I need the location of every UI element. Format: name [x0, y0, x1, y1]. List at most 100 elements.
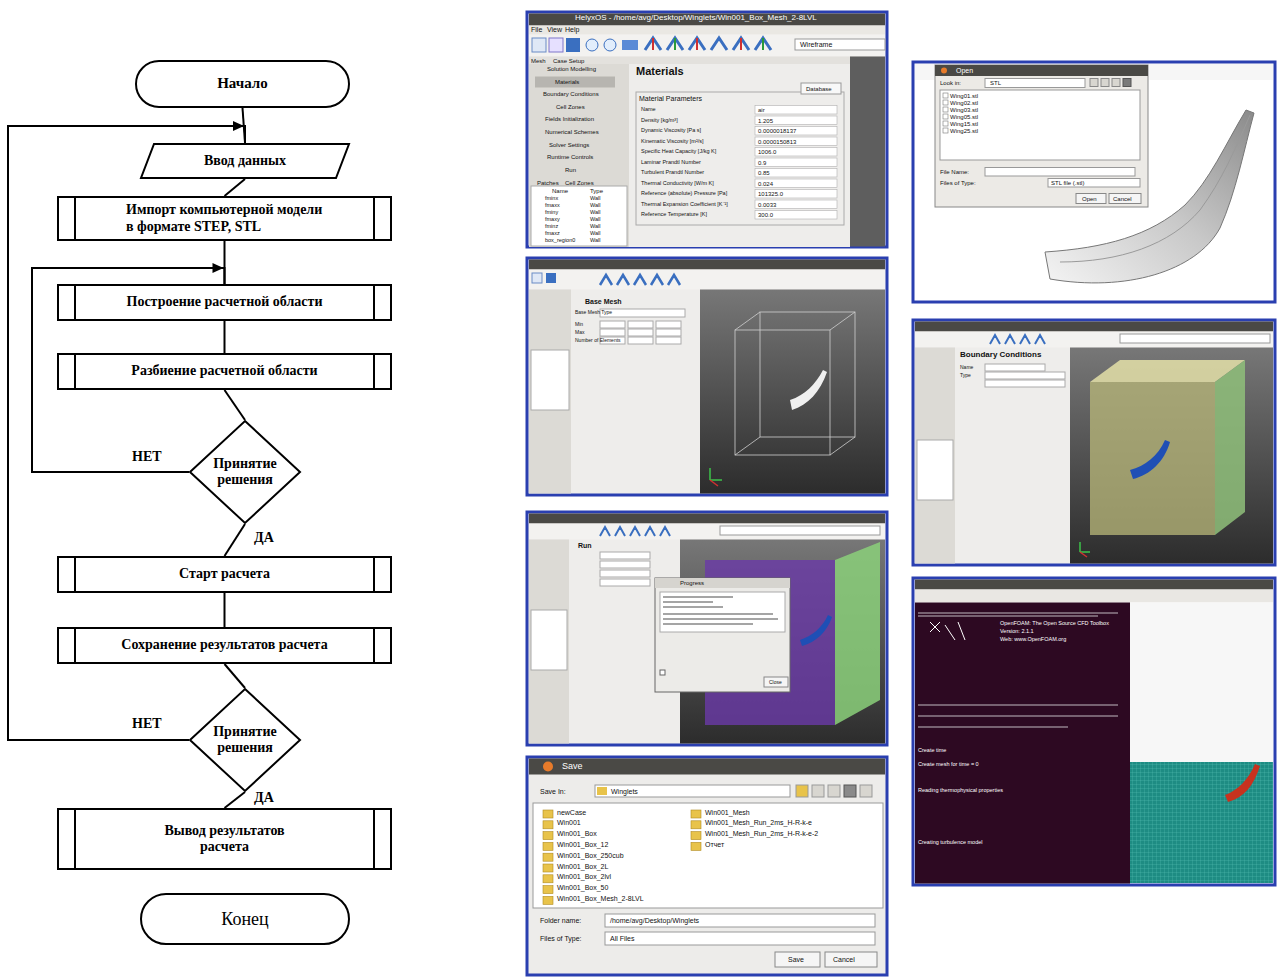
screenshot-text: Version: 2.1.1	[1000, 629, 1034, 635]
node-text: Принятие решения	[207, 724, 283, 756]
screenshot-text: HelyxOS - /home/avg/Desktop/Winglets/Win…	[575, 14, 817, 22]
screenshot-text: Save	[788, 956, 804, 963]
flow-connector	[225, 390, 246, 420]
screenshot-text: Help	[565, 26, 579, 33]
screenshot-text: Win001_Box_50	[557, 884, 608, 891]
screenshot-text: Open	[1082, 196, 1097, 202]
screenshot-text: Reading thermophysical properties	[918, 788, 1003, 794]
arrow-head	[233, 121, 244, 131]
screenshot-text: Wireframe	[800, 41, 832, 48]
screenshot-text: Runtime Controls	[547, 154, 593, 160]
screenshot-text: Wing05.stl	[950, 114, 978, 120]
screenshot-text: Type	[590, 188, 603, 194]
screenshot-text: Win001_Box_2lvl	[557, 873, 611, 880]
terminator: Конец	[140, 893, 350, 945]
save-dialog-screenshot	[527, 757, 887, 975]
screenshot-text: Wing25.stl	[950, 128, 978, 134]
screenshot-text: Solution Modelling	[547, 66, 596, 72]
node-text: Старт расчета	[85, 566, 365, 582]
screenshot-text: Density [kg/m³]	[641, 118, 678, 124]
screenshot-text: Base Mesh Type	[575, 310, 612, 315]
screenshot-text: Win001_Mesh_Run_2ms_H-R-k-e	[705, 819, 812, 826]
screenshot-text: Cell Zones	[565, 180, 594, 186]
screenshot-text: fmaxx	[545, 203, 560, 209]
screenshot-text: Win001_Box_2L	[557, 863, 608, 870]
screenshot-text: Web: www.OpenFOAM.org	[1000, 637, 1066, 643]
screenshot-text: Close	[769, 680, 782, 685]
screenshot-text: Fields Initialization	[545, 116, 594, 122]
screenshot-text: Solver Settings	[549, 142, 589, 148]
screenshot-text: Cancel	[1113, 196, 1132, 202]
connector-line	[224, 593, 226, 627]
connector-line	[225, 664, 246, 688]
screenshot-text: Run	[578, 542, 592, 549]
connector-line	[225, 390, 246, 420]
screenshot-text: fminx	[545, 196, 558, 202]
screenshot-text: Name	[552, 188, 568, 194]
edge-label: ДА	[252, 530, 276, 545]
run-screenshot	[527, 512, 887, 745]
node-text: Построение расчетной области	[85, 294, 365, 310]
process-box: Вывод результатов расчета	[57, 808, 392, 870]
screenshot-text: Wall	[590, 210, 601, 216]
screenshot-text: Save In:	[540, 788, 566, 795]
screenshot-text: Creating turbulence model	[918, 840, 983, 846]
screenshot-text: File	[531, 26, 542, 33]
screenshot-text: Wing02.stl	[950, 100, 978, 106]
node-text: Конец	[155, 909, 335, 930]
screenshot-text: air	[758, 107, 765, 113]
screenshot-text: 300.0	[758, 212, 773, 218]
screenshot-text: Folder name:	[540, 917, 581, 924]
screenshot-text: Wing03.stl	[950, 107, 978, 113]
flow-connector	[224, 593, 225, 627]
screenshot-text: Laminar Prandtl Number	[641, 160, 701, 166]
screenshot-text: STL file (.stl)	[1051, 180, 1084, 186]
screenshot-text: Min	[575, 322, 583, 327]
screenshot-text: Cancel	[833, 956, 855, 963]
screenshot-text: Materials	[636, 66, 684, 77]
process-box: Разбиение расчетной области	[57, 353, 392, 390]
connector-line	[224, 321, 226, 353]
screenshot-text: Wall	[590, 231, 601, 237]
screenshot-text: Base Mesh	[585, 298, 622, 305]
screenshot-text: Numerical Schemes	[545, 129, 599, 135]
screenshot-text: Material Parameters	[639, 95, 702, 102]
node-text: Сохранение результатов расчета	[85, 637, 365, 653]
screenshot-text: Boundary Conditions	[543, 91, 599, 97]
screenshot-text: Patches	[537, 180, 559, 186]
screenshot-text: 0.0000018137	[758, 128, 796, 134]
screenshot-text: STL	[990, 80, 1001, 86]
screenshot-text: Files of Type:	[940, 180, 976, 186]
screenshot-text: Wall	[590, 203, 601, 209]
process-box: Построение расчетной области	[57, 284, 392, 321]
screenshot-text: fminz	[545, 224, 558, 230]
edge-label: ДА	[252, 790, 276, 805]
screenshot-text: Отчет	[705, 841, 724, 848]
screenshot-text: fmaxy	[545, 217, 560, 223]
screenshot-text: Win001	[557, 819, 581, 826]
screenshot-text: Turbulent Prandtl Number	[641, 170, 704, 176]
process-box: Импорт компьютерной модели в формате STE…	[57, 196, 392, 241]
screenshot-text: Case Setup	[553, 58, 584, 64]
input-parallelogram: Ввод данных	[140, 143, 350, 179]
screenshot-text: 0.85	[758, 170, 770, 176]
screenshot-text: Cell Zones	[556, 104, 585, 110]
connector-line	[225, 792, 246, 808]
screenshot-text: Mesh	[531, 58, 546, 64]
screenshot-text: Materials	[555, 79, 579, 85]
screenshot-text: Reference (absolute) Pressure [Pa]	[641, 191, 727, 197]
screenshot-text: Dynamic Viscosity [Pa s]	[641, 128, 701, 134]
decision-diamond: Принятие решения	[189, 420, 301, 524]
node-text: Разбиение расчетной области	[85, 363, 365, 379]
screenshot-text: Wall	[590, 224, 601, 230]
screenshot-text: Max	[575, 330, 584, 335]
screenshot-text: Database	[806, 86, 832, 92]
screenshot-text: box_region0	[545, 238, 575, 244]
screenshot-text: All Files	[610, 935, 635, 942]
process-box: Сохранение результатов расчета	[57, 627, 392, 664]
screenshot-text: Kinematic Viscosity [m²/s]	[641, 139, 704, 145]
screenshot-text: Wall	[590, 196, 601, 202]
screenshot-text: Thermal Conductivity [W/m K]	[641, 181, 714, 187]
screenshot-text: Specific Heat Capacity [J/kg K]	[641, 149, 716, 155]
process-box: Старт расчета	[57, 556, 392, 593]
